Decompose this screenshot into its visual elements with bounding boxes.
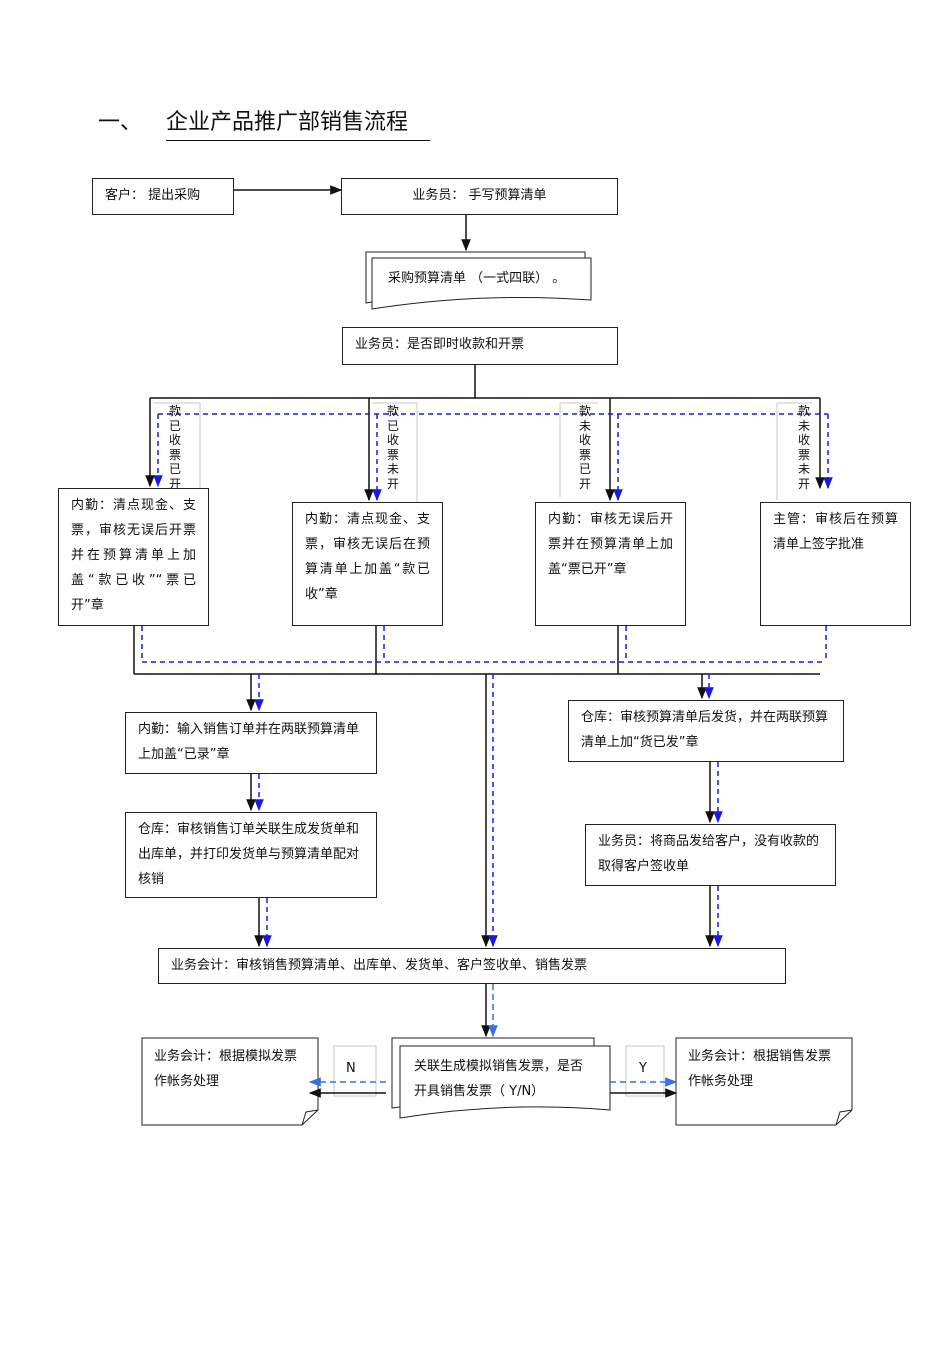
salesman-decide-box: 业务员：是否即时收款和开票	[342, 327, 618, 365]
branch1-box: 内勤：清点现金、支票，审核无误后开票并在预算清单上加盖“款已收”“票已开”章	[58, 488, 209, 626]
branch3-label-frame	[559, 402, 598, 498]
yes-label-frame	[625, 1045, 665, 1097]
branch2-box: 内勤：清点现金、支票，审核无误后在预算清单上加盖“款已收”章	[292, 502, 443, 626]
salesman-write-box: 业务员： 手写预算清单	[341, 178, 618, 215]
sales-invoice-doc: 业务会计：根据销售发票作帐务处理	[688, 1049, 832, 1089]
purchase-budget-doc: 采购预算清单 （一式四联） 。	[388, 271, 566, 286]
simulated-invoice-fold	[301, 1109, 319, 1126]
clerk-input-box: 内勤：输入销售订单并在两联预算清单上加盖“已录”章	[125, 712, 377, 774]
generate-invoice-doc: 关联生成模拟销售发票，是否开具销售发票（ Y/N）	[414, 1059, 584, 1099]
page-title: 企业产品推广部销售流程	[166, 104, 431, 141]
sales-invoice-shape	[675, 1037, 853, 1126]
branch4-label-frame	[776, 402, 812, 500]
yes-label: Y	[639, 1061, 647, 1076]
branch1-label: 款已收票已开	[168, 404, 181, 491]
branch2-label: 款已收票未开	[386, 404, 399, 491]
salesman-deliver-box: 业务员：将商品发给客户，没有收款的取得客户签收单	[585, 824, 836, 886]
warehouse-ship-box: 仓库：审核预算清单后发货，并在两联预算清单上加“货已发”章	[568, 700, 844, 762]
branch3-box: 内勤：审核无误后开票并在预算清单上加盖“票已开”章	[535, 502, 686, 626]
invoice-doc-shape	[391, 1037, 611, 1119]
branch3-label: 款未收票已开	[578, 404, 591, 491]
branch4-label: 款未收票未开	[797, 404, 810, 491]
purchase-budget-doc-shape	[365, 251, 592, 310]
no-label: N	[346, 1061, 356, 1076]
simulated-invoice-doc: 业务会计：根据模拟发票作帐务处理	[154, 1049, 298, 1089]
accountant-review-box: 业务会计：审核销售预算清单、出库单、发货单、客户签收单、销售发票	[158, 948, 786, 984]
no-label-frame	[333, 1045, 377, 1097]
branch4-box: 主管：审核后在预算清单上签字批准	[760, 502, 911, 626]
simulated-invoice-shape	[141, 1037, 319, 1126]
sales-invoice-fold	[835, 1109, 853, 1126]
branch1-label-frame	[153, 402, 201, 488]
warehouse-order-box: 仓库：审核销售订单关联生成发货单和出库单，并打印发货单与预算清单配对核销	[125, 812, 377, 898]
branch2-label-frame	[372, 402, 418, 502]
customer-box: 客户： 提出采购	[92, 178, 234, 215]
section-number: 一、	[98, 110, 143, 135]
